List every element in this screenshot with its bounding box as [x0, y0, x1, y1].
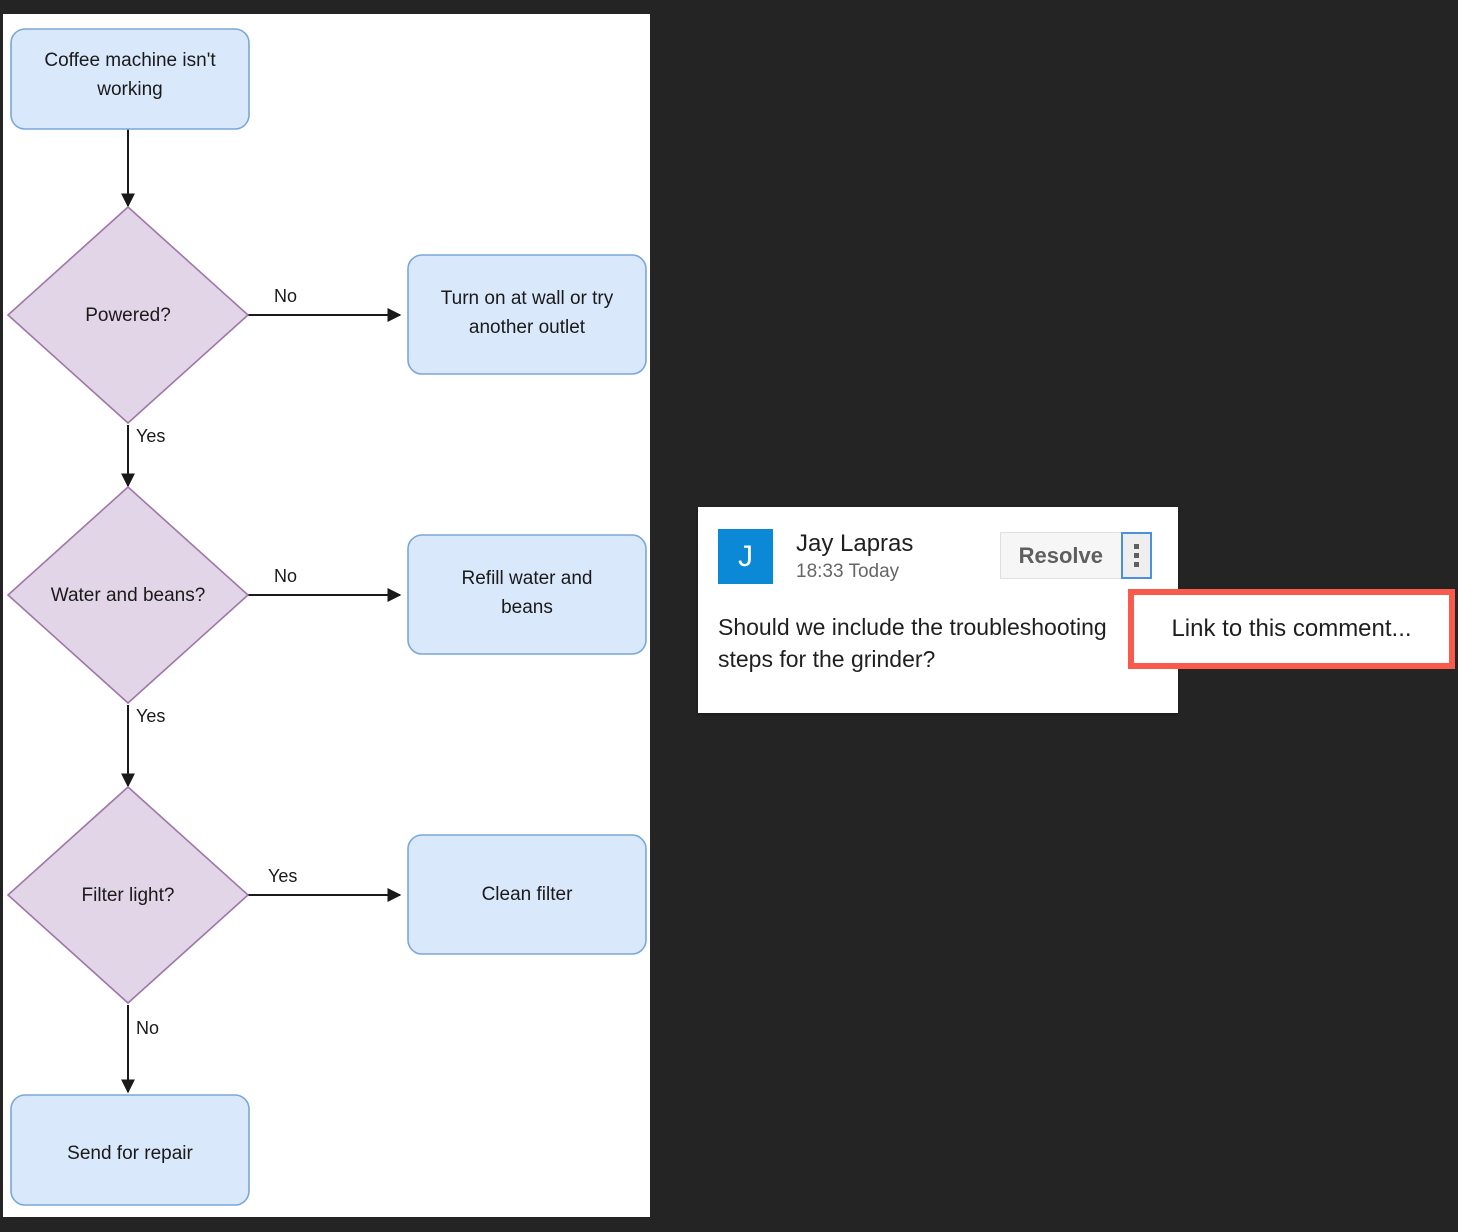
edge-powered-to-waterbeans: Yes — [121, 425, 165, 488]
resolve-button[interactable]: Resolve — [999, 532, 1121, 579]
author-name: Jay Lapras — [796, 530, 914, 557]
edge-powered-to-outlet: No — [248, 286, 402, 322]
node-send-for-repair[interactable]: Send for repair — [10, 1094, 250, 1206]
edge-label-no-filter: No — [136, 1018, 159, 1038]
comment-card: J Jay Lapras 18:33 Today Resolve Should … — [698, 507, 1178, 713]
comment-header: J Jay Lapras 18:33 Today Resolve — [718, 529, 1164, 585]
kebab-dot — [1134, 553, 1139, 558]
edge-filter-to-repair: No — [121, 1005, 159, 1094]
node-label-filter-light: Filter light? — [82, 885, 175, 906]
edge-label-yes-powered: Yes — [136, 426, 165, 446]
node-clean-filter[interactable]: Clean filter — [407, 834, 647, 955]
node-water-and-beans[interactable]: Water and beans? — [6, 485, 250, 705]
avatar: J — [718, 529, 773, 584]
comment-context-menu: Link to this comment... — [1128, 589, 1455, 669]
flowchart-svg: No Yes No Yes Yes No Coffee machine isn'… — [6, 28, 647, 1206]
node-label-line2: beans — [501, 597, 553, 618]
more-vertical-icon[interactable] — [1121, 532, 1152, 579]
node-coffee-machine-isnt-working[interactable]: Coffee machine isn't working — [10, 28, 250, 130]
edge-label-yes-filter: Yes — [268, 866, 297, 886]
diagram-canvas[interactable]: No Yes No Yes Yes No Coffee machine isn'… — [3, 14, 650, 1217]
edge-label-no-powered: No — [274, 286, 297, 306]
comment-body-text: Should we include the troubleshooting st… — [718, 614, 1107, 672]
kebab-dot — [1134, 544, 1139, 549]
node-turn-on-at-wall[interactable]: Turn on at wall or try another outlet — [407, 254, 647, 375]
kebab-dot — [1134, 562, 1139, 567]
node-filter-light[interactable]: Filter light? — [6, 785, 250, 1005]
node-label-clean-filter: Clean filter — [482, 884, 573, 905]
node-label-powered: Powered? — [85, 305, 171, 326]
comment-timestamp: 18:33 Today — [796, 561, 900, 582]
author-block: Jay Lapras 18:33 Today — [796, 529, 913, 585]
node-label-line1: Refill water and — [462, 568, 593, 589]
node-refill-water-and-beans[interactable]: Refill water and beans — [407, 534, 647, 655]
edge-waterbeans-to-filter: Yes — [121, 705, 165, 788]
node-label-line1: Turn on at wall or try — [441, 288, 614, 309]
node-label-line2: another outlet — [469, 317, 586, 338]
node-label-water-beans: Water and beans? — [51, 585, 206, 606]
menu-item-link-to-this-comment[interactable]: Link to this comment... — [1171, 615, 1412, 642]
node-label-line2: working — [96, 79, 162, 100]
edge-label-no-waterbeans: No — [274, 566, 297, 586]
node-label-send-for-repair: Send for repair — [67, 1143, 193, 1164]
edge-waterbeans-to-refill: No — [248, 566, 402, 602]
node-powered[interactable]: Powered? — [6, 205, 250, 425]
comment-actions: Resolve — [999, 532, 1152, 579]
node-label-line1: Coffee machine isn't — [44, 50, 216, 71]
edge-filter-to-clean: Yes — [248, 866, 402, 902]
edge-label-yes-waterbeans: Yes — [136, 706, 165, 726]
